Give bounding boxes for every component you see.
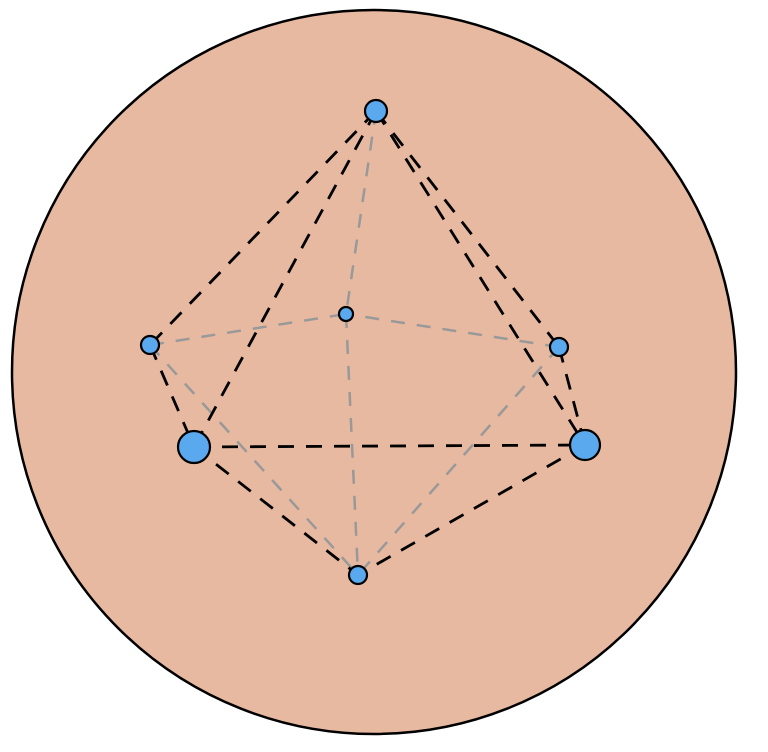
vertex-left <box>139 334 161 356</box>
front-edge-front-left-front-right <box>193 443 586 449</box>
sphere <box>10 8 738 736</box>
vertices <box>139 98 602 586</box>
front-edge-left-front-left <box>148 344 196 448</box>
front-edge-right-front-right <box>557 346 587 446</box>
back-edges <box>149 110 560 576</box>
front-edges <box>148 110 587 577</box>
back-edge-top-back-center <box>344 110 378 315</box>
front-edge-front-left-bottom <box>193 445 359 577</box>
front-edge-front-right-bottom <box>357 443 586 577</box>
front-edge-top-front-left <box>192 110 378 448</box>
vertex-back-center <box>337 305 355 323</box>
front-edge-top-right <box>374 110 561 348</box>
vertex-front-right <box>568 428 602 462</box>
back-edge-left-back-center <box>149 312 347 347</box>
back-edge-back-center-bottom <box>344 313 360 576</box>
vertex-front-left <box>176 429 212 465</box>
back-edge-right-back-center <box>345 312 560 349</box>
vertex-top <box>363 98 389 124</box>
vertex-right <box>548 336 570 358</box>
vertex-bottom <box>347 564 369 586</box>
front-edge-top-front-right <box>374 110 587 446</box>
